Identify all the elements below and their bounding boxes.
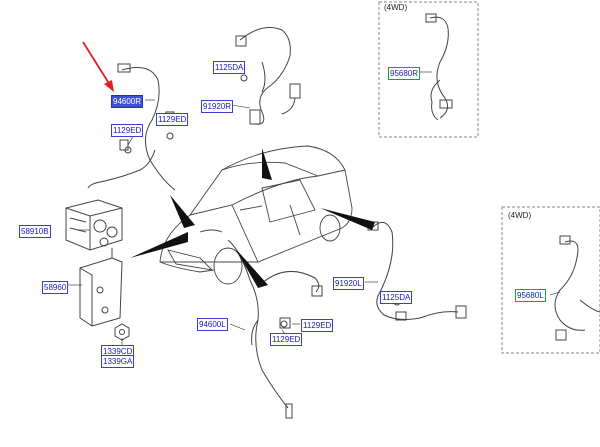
front-left-sensor-cable [235,27,301,125]
rear-left-sensor-cable [227,239,323,419]
leader-lines [68,67,561,345]
mounting-nut [114,323,130,341]
part-label-58960[interactable]: 58960 [42,281,69,294]
panel-4wd-top-title: (4WD) [384,3,408,12]
part-label-94600r[interactable]: 94600R [111,95,144,108]
part-label-1129ed[interactable]: 1129ED [156,113,189,126]
hecu-modulator [65,199,123,251]
wedge-front-right [170,195,195,228]
part-label-1129ed[interactable]: 1129ED [270,333,303,346]
panel-4wd-right-title: (4WD) [508,211,532,220]
part-label-94600l[interactable]: 94600L [197,318,228,331]
rear-right-sensor-cable [367,221,467,321]
wedge-rear-left [235,248,268,288]
part-label-91920r[interactable]: 91920R [201,100,234,113]
part-label-1129ed[interactable]: 1129ED [111,124,144,137]
rear-4wd-top-cable [425,13,453,121]
callout-wedges [130,148,375,288]
part-label-1125da[interactable]: 1125DA [213,61,246,74]
part-label-91920l[interactable]: 91920L [333,277,364,290]
panel-4wd-top [378,1,479,138]
part-label-58910b[interactable]: 58910B [19,225,51,238]
part-label-1125da[interactable]: 1125DA [380,291,413,304]
vehicle-illustration [159,145,353,285]
panel-4wd-right [501,206,600,354]
part-label-95680r[interactable]: 95680R [388,67,421,80]
wedge-rear-right [320,208,375,230]
part-label-1339ga[interactable]: 1339GA [101,355,135,368]
wedge-front-left [262,148,272,180]
hecu-bracket [79,248,123,327]
part-label-1129ed[interactable]: 1129ED [301,319,334,332]
wedge-hecu [130,232,188,258]
rear-4wd-right-cable [554,235,600,341]
red-pointer-arrow [82,41,114,92]
part-label-95680l[interactable]: 95680L [515,289,546,302]
